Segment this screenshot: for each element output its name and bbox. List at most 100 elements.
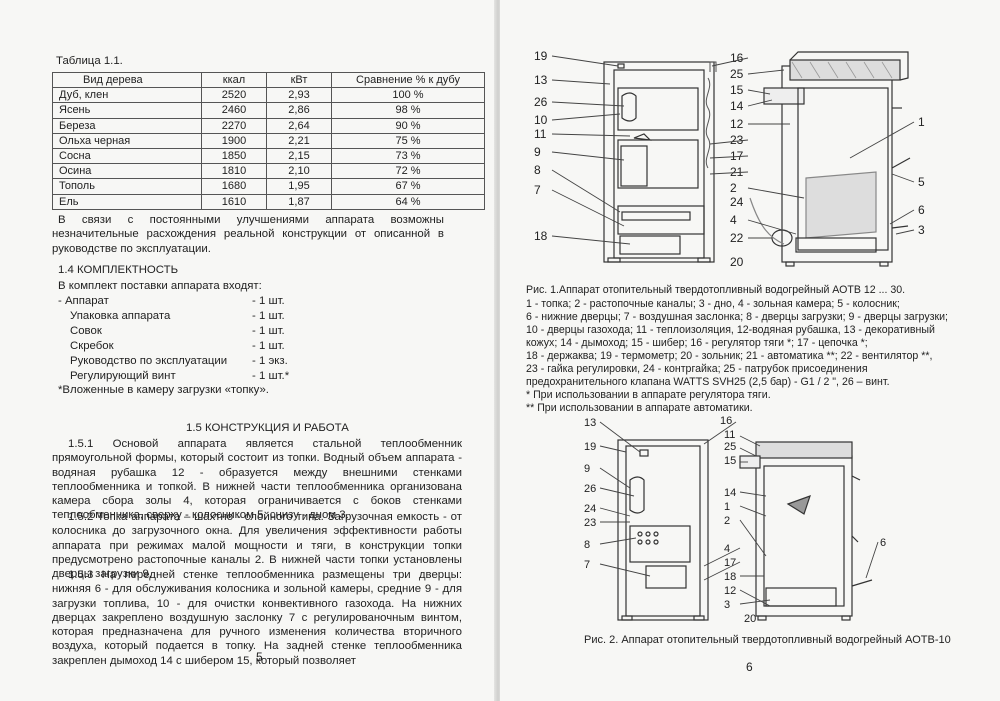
list-item-qty: - 1 шт.: [252, 310, 285, 322]
callout-label: 24: [730, 195, 744, 209]
table-cell: Ель: [52, 193, 202, 210]
table-cell: 100 %: [331, 87, 485, 104]
table-cell: 75 %: [331, 132, 485, 149]
figure-1-legend-line: 23 - гайка регулировки, 24 - контргайка;…: [526, 363, 868, 375]
table-cell: 72 %: [331, 163, 485, 180]
callout-label: 11: [724, 429, 735, 441]
callout-label: 1: [724, 501, 730, 513]
list-item-qty: - 1 шт.: [252, 295, 285, 307]
table-cell: 73 %: [331, 147, 485, 165]
list-item-qty: - 1 шт.: [252, 325, 285, 337]
table-title: Таблица 1.1.: [56, 55, 123, 67]
table-cell: 2270: [201, 117, 267, 134]
callout-label: 13: [534, 73, 548, 87]
figure-1-legend-line: 6 - нижние дверцы; 7 - воздушная заслонк…: [526, 311, 948, 323]
table-cell: Береза: [52, 117, 202, 134]
callout-label: 8: [584, 539, 590, 551]
table-cell: 1,87: [266, 193, 332, 210]
table-cell: Сосна: [52, 147, 202, 165]
contents-note: *Вложенные в камеру загрузки «топку».: [58, 384, 269, 396]
callout-label: 12: [724, 585, 736, 597]
callout-label: 3: [918, 223, 925, 237]
callout-label: 19: [584, 441, 596, 453]
note-paragraph: В связи с постоянными улучшениями аппара…: [52, 214, 444, 255]
list-item-qty: - 1 шт.*: [252, 370, 290, 382]
callout-label: 14: [724, 487, 736, 499]
wood-heat-table: Вид дерева ккал кВт Сравнение % к дубу Д…: [52, 71, 485, 210]
callout-label: 24: [584, 503, 596, 515]
callout-label: 22: [730, 231, 744, 245]
callout-label: 23: [584, 517, 596, 529]
list-item: Упаковка аппарата: [70, 310, 171, 322]
table-cell: 2520: [201, 87, 267, 104]
callout-label: 2: [730, 181, 737, 195]
page-5: Таблица 1.1. Вид дерева ккал кВт Сравнен…: [0, 0, 497, 701]
page-number: 6: [746, 660, 753, 674]
callout-label: 20: [744, 613, 756, 625]
page-number: 5: [256, 650, 263, 664]
list-item-qty: - 1 шт.: [252, 340, 285, 352]
section-1-4-title: 1.4 КОМПЛЕКТНОСТЬ: [58, 264, 179, 276]
list-item: Совок: [70, 325, 102, 337]
table-cell: 1810: [201, 163, 267, 180]
callout-label: 25: [724, 441, 736, 453]
figure-1-title: Рис. 1.Аппарат отопительный твердотоплив…: [526, 284, 906, 296]
figure-1-legend-line: 18 - держаква; 19 - термометр; 20 - золь…: [526, 350, 933, 362]
page-6: 19 13 26 10 11 9 8 7 18 16 25 15 14 12 2…: [500, 0, 1000, 701]
callout-label: 5: [918, 175, 925, 189]
section-1-4-intro: В комплект поставки аппарата входят:: [58, 280, 262, 292]
callout-label: 7: [584, 559, 590, 571]
table-cell: 67 %: [331, 178, 485, 195]
callout-label: 4: [724, 543, 730, 555]
callout-label: 9: [584, 463, 590, 475]
callout-label: 26: [534, 95, 548, 109]
front-view: [603, 61, 715, 263]
table-header: Сравнение % к дубу: [331, 71, 485, 89]
front-view-small: [617, 439, 709, 621]
table-header: ккал: [201, 71, 267, 89]
callout-label: 8: [534, 163, 541, 177]
callout-label: 17: [730, 149, 744, 163]
callout-label: 12: [730, 117, 744, 131]
callout-label: 6: [918, 203, 925, 217]
callout-label: 7: [534, 183, 541, 197]
callout-label: 18: [724, 571, 736, 583]
figure-2-diagram: 13 19 9 26 24 23 8 7 16 11 25 15 14 1 2 …: [584, 416, 886, 625]
callout-label: 14: [730, 99, 744, 113]
chain-icon: [705, 61, 717, 169]
paragraph-1-5-3: 1.5.3 На передней стенке теплообменника …: [52, 569, 462, 667]
table-cell: 2,10: [266, 163, 332, 180]
table-cell: 2,93: [266, 87, 332, 104]
list-item: - Аппарат: [58, 295, 109, 307]
callout-label: 15: [730, 83, 744, 97]
table-cell: Ольха черная: [52, 132, 202, 149]
table-cell: 1900: [201, 132, 267, 149]
table-cell: 64 %: [331, 193, 485, 210]
table-cell: 1,95: [266, 178, 332, 195]
callout-label: 6: [880, 537, 886, 549]
callout-label: 21: [730, 165, 744, 179]
section-1-5-title: 1.5 КОНСТРУКЦИЯ И РАБОТА: [186, 422, 349, 434]
paragraph-1-5-2: 1.5.2 Топка аппарата – шахтно - слойного…: [52, 511, 462, 581]
figure-1-callouts: 19 13 26 10 11 9 8 7 18 16 25 15 14 12 2…: [534, 49, 925, 269]
callout-label: 13: [584, 417, 596, 429]
table-cell: 1680: [201, 178, 267, 195]
table-cell: 1610: [201, 193, 267, 210]
figure-1-legend-line: предохранительного клапана WATTS SVH25 (…: [526, 376, 890, 388]
callout-label: 20: [730, 255, 744, 269]
figure-2-callouts: 13 19 9 26 24 23 8 7 16 11 25 15 14 1 2 …: [584, 416, 886, 625]
table-cell: 2,15: [266, 147, 332, 165]
side-view-small: [739, 441, 873, 621]
callout-label: 16: [720, 416, 732, 427]
hatch-pattern: [791, 61, 893, 79]
figure-1-legend-line: * При использовании в аппарате регулятор…: [526, 389, 771, 401]
